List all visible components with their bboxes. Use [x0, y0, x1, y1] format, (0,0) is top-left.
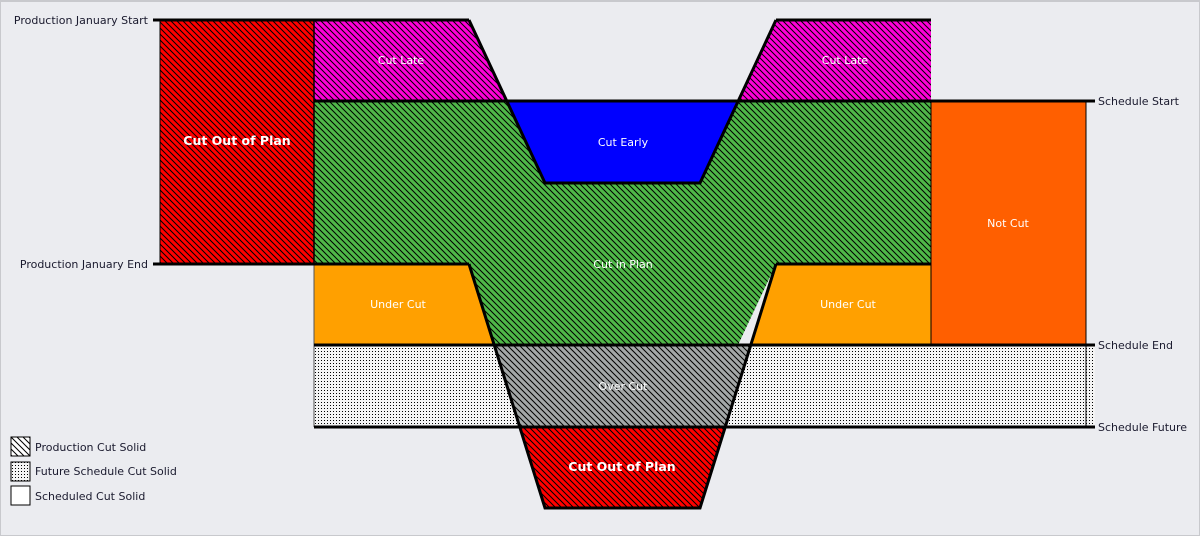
label-over-cut: Over Cut — [599, 380, 649, 393]
region-cut-in-plan — [314, 101, 931, 345]
region-cut-out-of-plan-bottom — [520, 427, 726, 508]
region-cut-out-of-plan-left — [159, 20, 314, 264]
legend-item-future-schedule-cut: Future Schedule Cut Solid — [10, 461, 177, 482]
legend-label-scheduled-cut: Scheduled Cut Solid — [35, 490, 145, 503]
label-production-january-end: Production January End — [20, 258, 148, 271]
label-under-cut-left: Under Cut — [370, 298, 426, 311]
blank-swatch-icon — [10, 485, 31, 506]
label-schedule-start: Schedule Start — [1098, 95, 1180, 108]
label-schedule-future: Schedule Future — [1098, 421, 1187, 434]
dots-swatch-icon — [11, 462, 30, 481]
legend-label-future-schedule-cut: Future Schedule Cut Solid — [35, 465, 177, 478]
outline-lower-funnel — [467, 263, 778, 510]
region-under-cut-right — [750, 264, 931, 345]
region-cut-early — [507, 101, 738, 183]
label-cut-late-right: Cut Late — [822, 54, 869, 67]
label-cut-in-plan: Cut in Plan — [593, 258, 652, 271]
region-cut-late-right — [738, 20, 931, 101]
label-cut-late-left: Cut Late — [378, 54, 425, 67]
region-cut-late-left — [314, 20, 507, 101]
label-cut-out-of-plan-bottom: Cut Out of Plan — [568, 459, 675, 474]
label-schedule-end: Schedule End — [1098, 339, 1173, 352]
region-over-cut — [493, 345, 750, 427]
reference-lines — [153, 18, 1095, 510]
label-production-january-start: Production January Start — [14, 14, 149, 27]
legend-item-production-cut: Production Cut Solid — [10, 436, 146, 457]
label-cut-early: Cut Early — [598, 136, 649, 149]
label-not-cut: Not Cut — [987, 217, 1029, 230]
region-under-cut-left — [314, 264, 493, 345]
legend-item-scheduled-cut: Scheduled Cut Solid — [10, 485, 145, 506]
label-cut-out-of-plan-left: Cut Out of Plan — [183, 133, 290, 148]
hatch-swatch-icon — [11, 437, 30, 456]
label-under-cut-right: Under Cut — [820, 298, 876, 311]
legend: Production Cut Solid Future Schedule Cut… — [10, 436, 177, 506]
legend-label-production-cut: Production Cut Solid — [35, 441, 146, 454]
